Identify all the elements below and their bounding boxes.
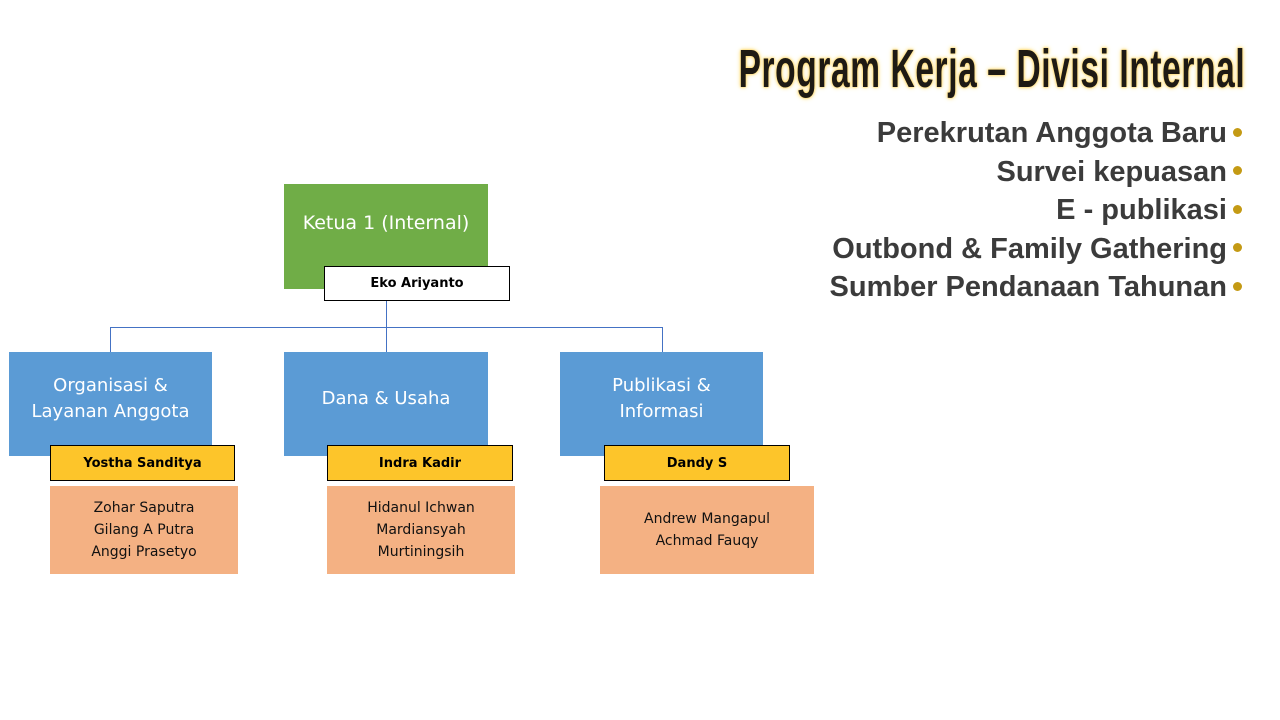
program-item: E - publikasi [830,191,1242,230]
program-item: Perekrutan Anggota Baru [830,114,1242,153]
connector-line [110,327,111,352]
bullet-icon [1233,204,1242,214]
program-item: Survei kepuasan [830,153,1242,192]
head-name: Eko Ariyanto [324,266,510,301]
connector-line [662,327,663,352]
slide-title: Program Kerja – Divisi Internal [738,39,1245,99]
program-item: Outbond & Family Gathering [830,230,1242,269]
connector-line [110,327,663,328]
division-box: Publikasi &Informasi [560,352,763,456]
bullet-icon [1233,166,1242,176]
division-leader: Yostha Sanditya [50,445,235,481]
division-box: Dana & Usaha [284,352,488,456]
division-leader: Indra Kadir [327,445,513,481]
division-leader: Dandy S [604,445,790,481]
connector-line [386,301,387,352]
bullet-icon [1233,127,1242,137]
division-box: Organisasi &Layanan Anggota [9,352,212,456]
program-item: Sumber Pendanaan Tahunan [830,268,1242,307]
bullet-icon [1233,243,1242,253]
program-list: Perekrutan Anggota Baru Survei kepuasan … [830,114,1242,307]
bullet-icon [1233,281,1242,291]
